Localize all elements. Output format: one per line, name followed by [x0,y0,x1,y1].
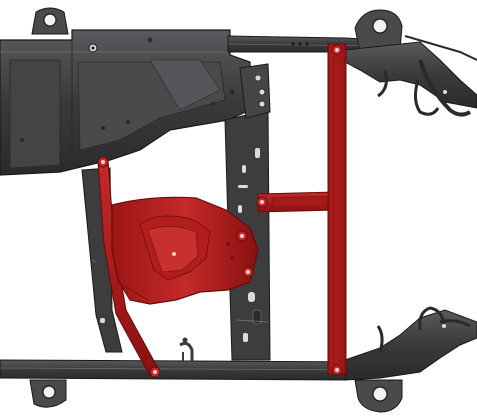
left-lower-rail [81,167,123,353]
diagonal-strut [97,156,161,378]
center-cross-brace [256,191,337,213]
right-top-bracket [344,9,477,117]
bottom-left-mount [29,379,67,408]
main-frame-body [0,29,251,176]
skid-plate [111,196,259,305]
right-bottom-bracket [344,306,477,413]
bottom-rail [0,337,381,381]
top-left-mount [31,7,69,35]
rear-crossmember [327,43,347,376]
